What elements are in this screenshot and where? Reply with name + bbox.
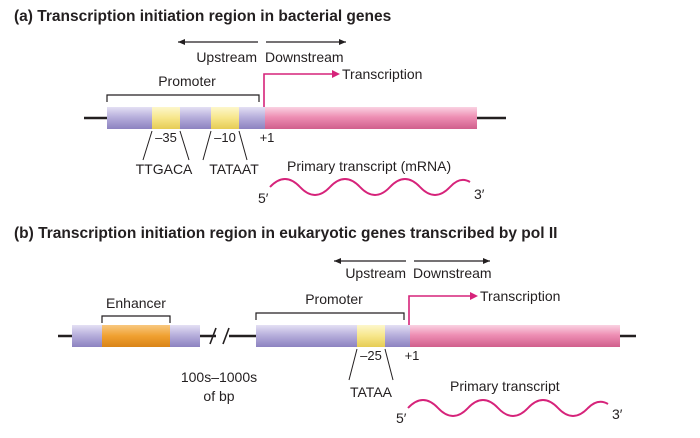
seq35-label: TTGACA: [136, 161, 193, 177]
transcription-label: Transcription: [342, 66, 422, 82]
panel-b: (b) Transcription initiation region in e…: [14, 225, 636, 426]
seq35-callout: [142, 130, 190, 161]
primary-transcript-label: Primary transcript (mRNA): [287, 158, 451, 174]
panel-a: (a) Transcription initiation region in b…: [14, 8, 506, 206]
tata-label: TATAA: [350, 384, 393, 400]
minus10-label: –10: [214, 130, 236, 145]
panel-a-title: (a) Transcription initiation region in b…: [14, 8, 391, 25]
enhancer-element: [102, 325, 170, 347]
primary-transcript-label: Primary transcript: [450, 378, 560, 394]
downstream-arrowhead: [483, 258, 490, 264]
minus35-label: –35: [155, 130, 177, 145]
distance-label-line1: 100s–1000s: [181, 369, 257, 385]
five-prime-label: 5′: [396, 410, 407, 426]
distance-label-line2: of bp: [203, 388, 234, 404]
seq10-label: TATAAT: [209, 161, 259, 177]
minus35-box: [152, 107, 180, 129]
panel-b-title: (b) Transcription initiation region in e…: [14, 225, 557, 242]
enhancer-bracket: [101, 315, 171, 323]
tata-box: [357, 325, 385, 347]
seq10-callout: [202, 130, 248, 161]
upstream-arrowhead: [178, 39, 185, 45]
upstream-arrowhead: [334, 258, 341, 264]
enhancer-label: Enhancer: [106, 295, 166, 311]
promoter-region: [107, 107, 265, 129]
upstream-label: Upstream: [196, 49, 257, 65]
downstream-label: Downstream: [413, 265, 492, 281]
five-prime-label: 5′: [258, 190, 269, 206]
promoter-bracket: [255, 312, 405, 320]
transcription-label: Transcription: [480, 288, 560, 304]
plus1-label: +1: [260, 130, 275, 145]
minus25-label: –25: [360, 348, 382, 363]
promoter-bracket: [106, 94, 260, 102]
three-prime-label: 3′: [612, 406, 623, 422]
downstream-arrowhead: [339, 39, 346, 45]
transcribed-region: [410, 325, 620, 347]
mrna-wave: [407, 399, 609, 417]
tata-callout: [348, 348, 394, 381]
transcription-arrow: [408, 295, 474, 325]
promoter-label: Promoter: [305, 291, 363, 307]
minus10-box: [211, 107, 239, 129]
upstream-label: Upstream: [345, 265, 406, 281]
dna-break-mark: [209, 327, 230, 345]
plus1-label: +1: [405, 348, 420, 363]
three-prime-label: 3′: [474, 186, 485, 202]
transcribed-region: [265, 107, 477, 129]
downstream-label: Downstream: [265, 49, 344, 65]
promoter-region: [256, 325, 410, 347]
transcription-arrowhead: [470, 292, 478, 300]
transcription-arrowhead: [332, 70, 340, 78]
transcription-arrow: [263, 73, 336, 107]
promoter-label: Promoter: [158, 73, 216, 89]
mrna-wave: [269, 178, 471, 196]
